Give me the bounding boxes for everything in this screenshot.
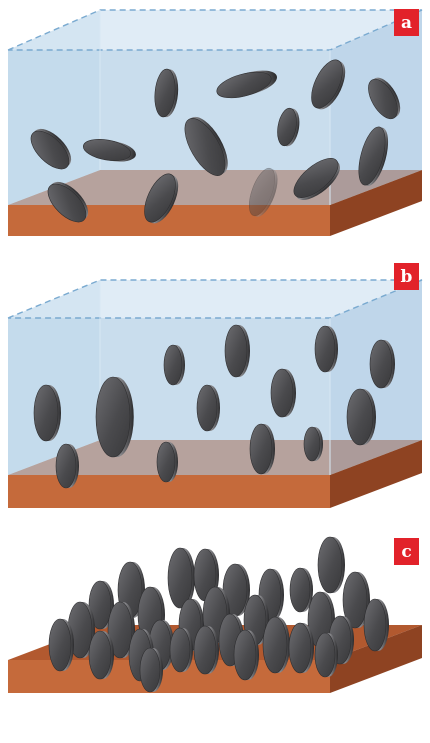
flake-particle-c-6 (289, 567, 313, 613)
flake-particle-c-18 (67, 601, 95, 659)
panel-label-b-badge: b (394, 263, 419, 290)
panel-label-c-badge: c (394, 538, 419, 565)
flake-particle-c-22 (262, 616, 290, 674)
flake-particle-b-5 (33, 384, 61, 442)
flake-particle-a-10 (47, 181, 89, 223)
panel-label-a: a (401, 13, 412, 33)
flake-particle-c-8 (88, 580, 114, 630)
flake-particle-a-1 (216, 70, 277, 99)
flake-particle-b-9 (346, 388, 376, 446)
flake-particle-b-1 (163, 344, 185, 386)
flake-particle-a-11 (144, 173, 179, 224)
flake-particle-c-9 (137, 586, 165, 644)
flake-particle-b-8 (270, 368, 296, 418)
flake-particle-c-10 (342, 571, 370, 629)
flake-particle-c-23 (288, 622, 314, 674)
flake-particle-b-12 (249, 423, 275, 475)
particles-a (30, 59, 401, 224)
flake-particle-c-28 (233, 629, 259, 681)
flake-particle-a-3 (311, 59, 346, 110)
panel-label-b: b (401, 267, 413, 287)
flake-particle-c-24 (88, 630, 114, 680)
flake-particle-b-2 (224, 324, 250, 378)
flake-particle-c-27 (193, 625, 219, 675)
flake-particle-c-19 (48, 618, 74, 672)
flake-particle-b-6 (95, 376, 134, 458)
panel-label-a-badge: a (394, 9, 419, 36)
flake-particle-b-3 (314, 325, 338, 373)
flake-particle-a-9 (358, 126, 389, 186)
flake-particle-a-5 (30, 128, 72, 170)
flake-particle-b-7 (196, 384, 220, 432)
panel-a: a (7, 9, 423, 236)
flake-particle-a-7 (184, 116, 228, 176)
flake-particle-a-4 (368, 77, 401, 120)
flake-particle-c-11 (363, 598, 389, 652)
flake-particle-a-13 (248, 167, 278, 217)
flake-particle-c-29 (139, 647, 163, 693)
flake-particle-c-26 (169, 627, 193, 673)
panel-b: b (7, 263, 423, 508)
flake-particle-c-30 (314, 632, 338, 678)
flake-particle-b-10 (55, 443, 79, 489)
flake-particle-a-12 (293, 158, 341, 200)
flake-particle-c-17 (107, 601, 135, 659)
flake-particle-b-11 (156, 441, 178, 483)
flake-particle-a-8 (277, 107, 300, 147)
flake-particle-c-2 (167, 547, 195, 609)
particles-c (48, 536, 389, 693)
flake-particle-b-13 (303, 426, 323, 462)
particles-b (33, 324, 395, 489)
flake-particle-a-6 (83, 139, 136, 162)
panel-label-c: c (401, 542, 411, 562)
flake-particle-c-4 (317, 536, 345, 594)
flake-particle-c-3 (193, 548, 219, 602)
panel-c: c (8, 536, 422, 693)
flake-particle-a-2 (154, 68, 179, 118)
flake-particle-b-4 (369, 339, 395, 389)
